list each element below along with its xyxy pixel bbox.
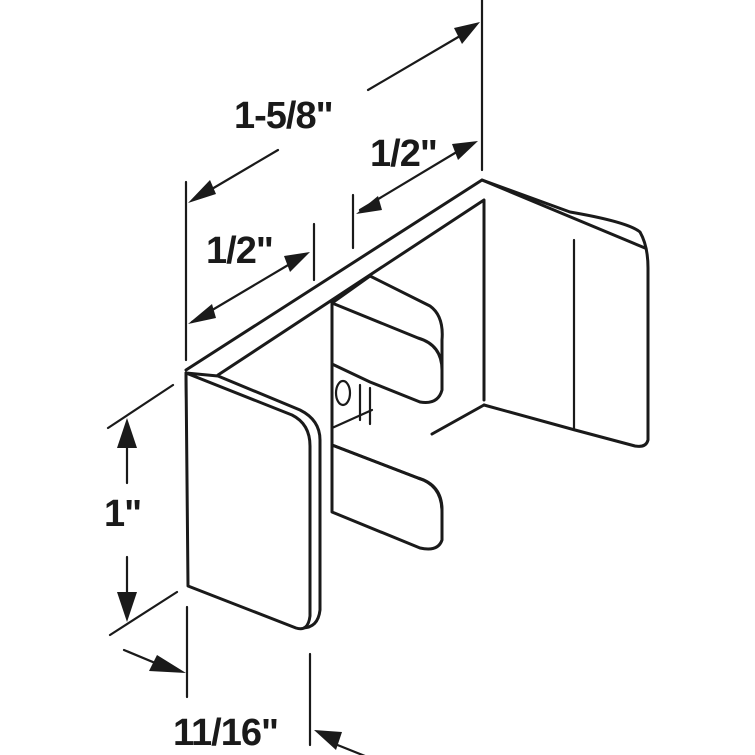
screw-hole-icon xyxy=(334,379,352,407)
upper-tab-top-edge xyxy=(330,301,444,372)
right-flange xyxy=(480,178,650,448)
screw-boss-bottom xyxy=(330,408,374,430)
upper-tab xyxy=(330,274,444,404)
lower-tab-top-edge xyxy=(330,443,444,512)
front-flange-face xyxy=(184,371,312,631)
extension-line-bottom xyxy=(108,590,179,637)
dimension-label-height: 1" xyxy=(104,493,142,535)
extension-line-top xyxy=(106,383,175,430)
arrowhead-icon xyxy=(117,418,137,448)
arrowhead-icon xyxy=(149,655,186,673)
dimension-label-width: 11/16" xyxy=(173,712,279,754)
back-bottom-edge xyxy=(430,403,486,436)
arrowhead-icon xyxy=(314,730,342,750)
dimension-label-overall: 1-5/8" xyxy=(234,95,334,137)
dimension-label-front-flange: 1/2" xyxy=(206,230,274,272)
dim-line-overall-upper xyxy=(366,34,462,92)
arrowhead-icon xyxy=(117,592,137,622)
arrowhead-icon xyxy=(452,141,478,160)
dimension-label-back-flange: 1/2" xyxy=(370,133,438,175)
arrowhead-icon xyxy=(284,252,310,272)
top-rail-inner xyxy=(216,198,486,402)
arrowhead-icon xyxy=(356,196,382,214)
arrowhead-icon xyxy=(188,180,216,203)
lower-tab xyxy=(330,443,444,551)
arrowhead-icon xyxy=(188,304,216,324)
arrowhead-icon xyxy=(454,22,480,44)
